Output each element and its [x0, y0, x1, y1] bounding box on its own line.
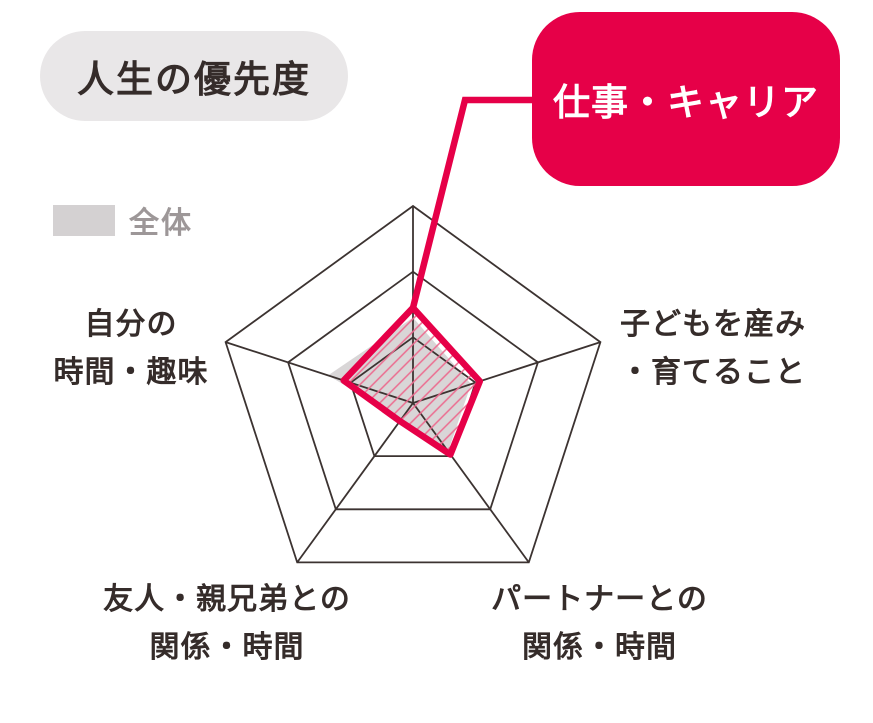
series-work-career-polygon [340, 304, 484, 458]
radar-chart [224, 96, 602, 564]
legend-swatch [53, 204, 115, 236]
callout-label: 仕事・キャリア [553, 81, 819, 124]
page-title: 人生の優先度 [77, 58, 311, 101]
axis-label-partner: パートナーとの 関係・時間 [491, 582, 708, 665]
axis-label-own-time: 自分の 時間・趣味 [53, 307, 209, 390]
grid-ring-2 [287, 270, 539, 511]
legend-label: 全体 [129, 206, 193, 241]
callout-connector-line [409, 96, 536, 309]
grid-ring-3 [224, 204, 602, 564]
axis-label-friends-family: 友人・親兄弟との 関係・時間 [103, 582, 351, 665]
highlight-callout: 仕事・キャリア [532, 12, 840, 186]
grid-spoke-3 [296, 402, 414, 563]
page-title-pill: 人生の優先度 [40, 31, 348, 121]
axis-label-children: 子どもを産み ・育てること [620, 307, 806, 390]
legend: 全体 [53, 198, 193, 242]
